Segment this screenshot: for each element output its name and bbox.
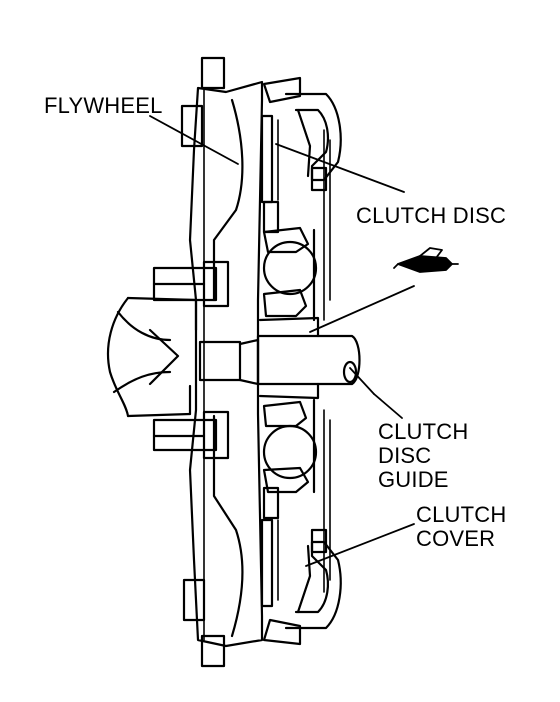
label-guide-line-1: CLUTCH	[378, 419, 469, 444]
disc-hub	[262, 226, 318, 494]
label-cover-line-2: COVER	[416, 526, 496, 551]
label-clutch-disc: CLUTCH DISC	[356, 203, 507, 228]
leader-guide-2	[373, 393, 403, 419]
crank-bolt-upper	[152, 260, 230, 308]
label-clutch-cover: CLUTCH COVER	[416, 503, 506, 551]
leader-guide	[349, 367, 375, 395]
leader-flywheel	[149, 115, 239, 165]
leader-clutch-disc	[275, 143, 405, 193]
label-flywheel: FLYWHEEL	[44, 93, 163, 118]
crankshaft	[106, 296, 198, 418]
leader-lines	[149, 115, 415, 567]
leader-grease	[309, 285, 415, 333]
clutch-disc-guide	[198, 316, 361, 400]
label-guide-line-3: GUIDE	[378, 467, 449, 492]
label-clutch-disc-guide: CLUTCH DISC GUIDE	[378, 420, 468, 492]
flywheel	[180, 56, 264, 668]
grease-gun-icon	[393, 247, 459, 273]
label-cover-line-1: CLUTCH	[416, 502, 507, 527]
label-guide-line-2: DISC	[378, 443, 432, 468]
leader-cover	[305, 523, 415, 567]
clutch-disc	[260, 114, 280, 608]
clutch-cover	[262, 76, 342, 646]
